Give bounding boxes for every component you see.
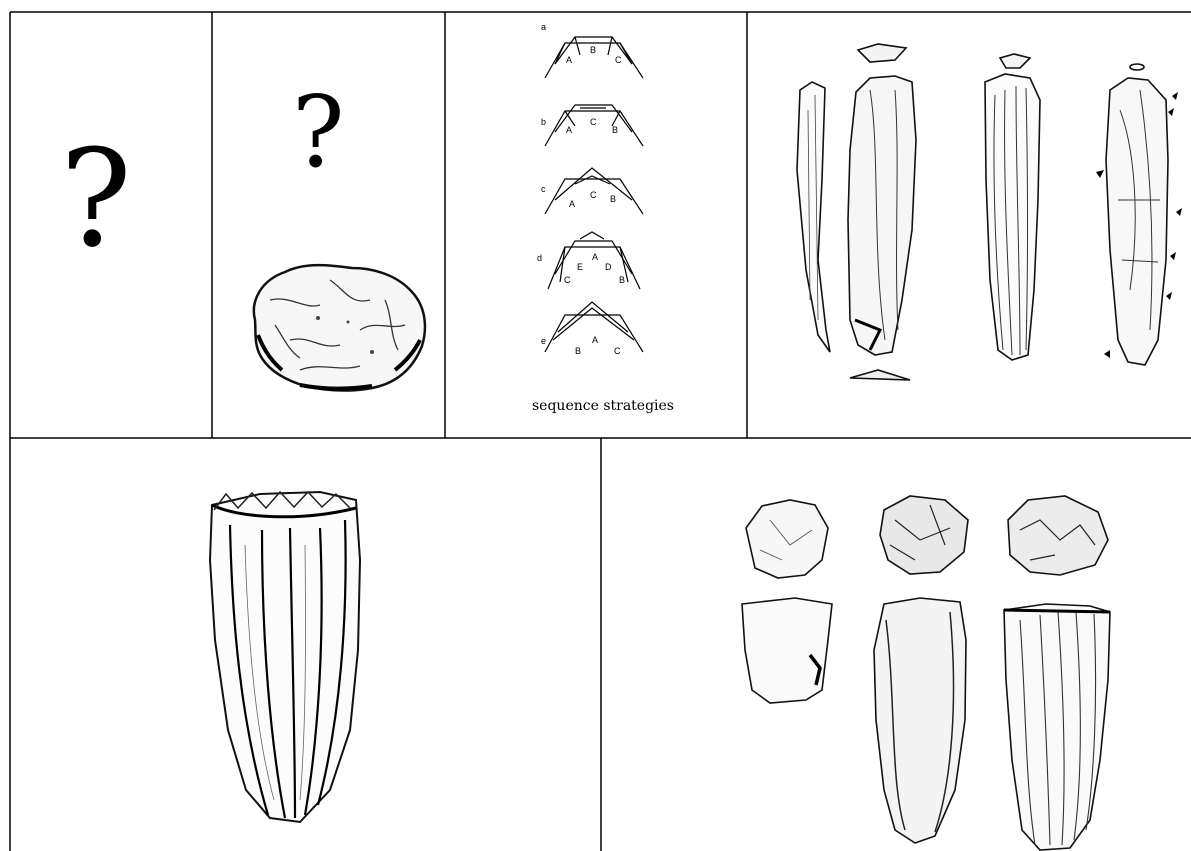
diagram-d-letter-5: B <box>619 275 625 285</box>
diagram-label-b: b <box>541 117 546 127</box>
unknown-stage-mark: ? <box>60 132 132 266</box>
diagram-c-letter-2: C <box>590 190 597 200</box>
raw-nodule-drawing <box>254 265 425 390</box>
blade-core-drawing <box>210 492 360 822</box>
diagram-label-c: c <box>541 184 546 194</box>
diagram-b-letter-3: B <box>612 125 618 135</box>
cores-drawings <box>742 496 1110 850</box>
diagram-label-d: d <box>537 253 542 263</box>
diagram-d-letter-1: C <box>564 275 571 285</box>
diagram-a-letter-2: B <box>590 45 596 55</box>
diagram-e-letter-3: C <box>614 346 621 356</box>
blade-drawings <box>797 44 1182 380</box>
diagram-a-letter-1: A <box>566 55 572 65</box>
unknown-stage-mark-2: ? <box>292 84 345 182</box>
diagram-b-letter-2: C <box>590 117 597 127</box>
diagram-label-e: e <box>541 336 546 346</box>
diagram-d-letter-2: E <box>577 262 583 272</box>
diagram-b-letter-1: A <box>566 125 572 135</box>
diagram-c-letter-1: A <box>569 199 575 209</box>
diagram-d-letter-4: D <box>605 262 612 272</box>
diagram-c-letter-3: B <box>610 194 616 204</box>
diagram-e-letter-1: B <box>575 346 581 356</box>
diagram-e-letter-2: A <box>592 335 598 345</box>
diagram-a-letter-3: C <box>615 55 622 65</box>
diagram-label-a: a <box>541 22 546 32</box>
diagram-d-letter-3: A <box>592 252 598 262</box>
sequence-strategies-caption: sequence strategies <box>532 398 674 414</box>
